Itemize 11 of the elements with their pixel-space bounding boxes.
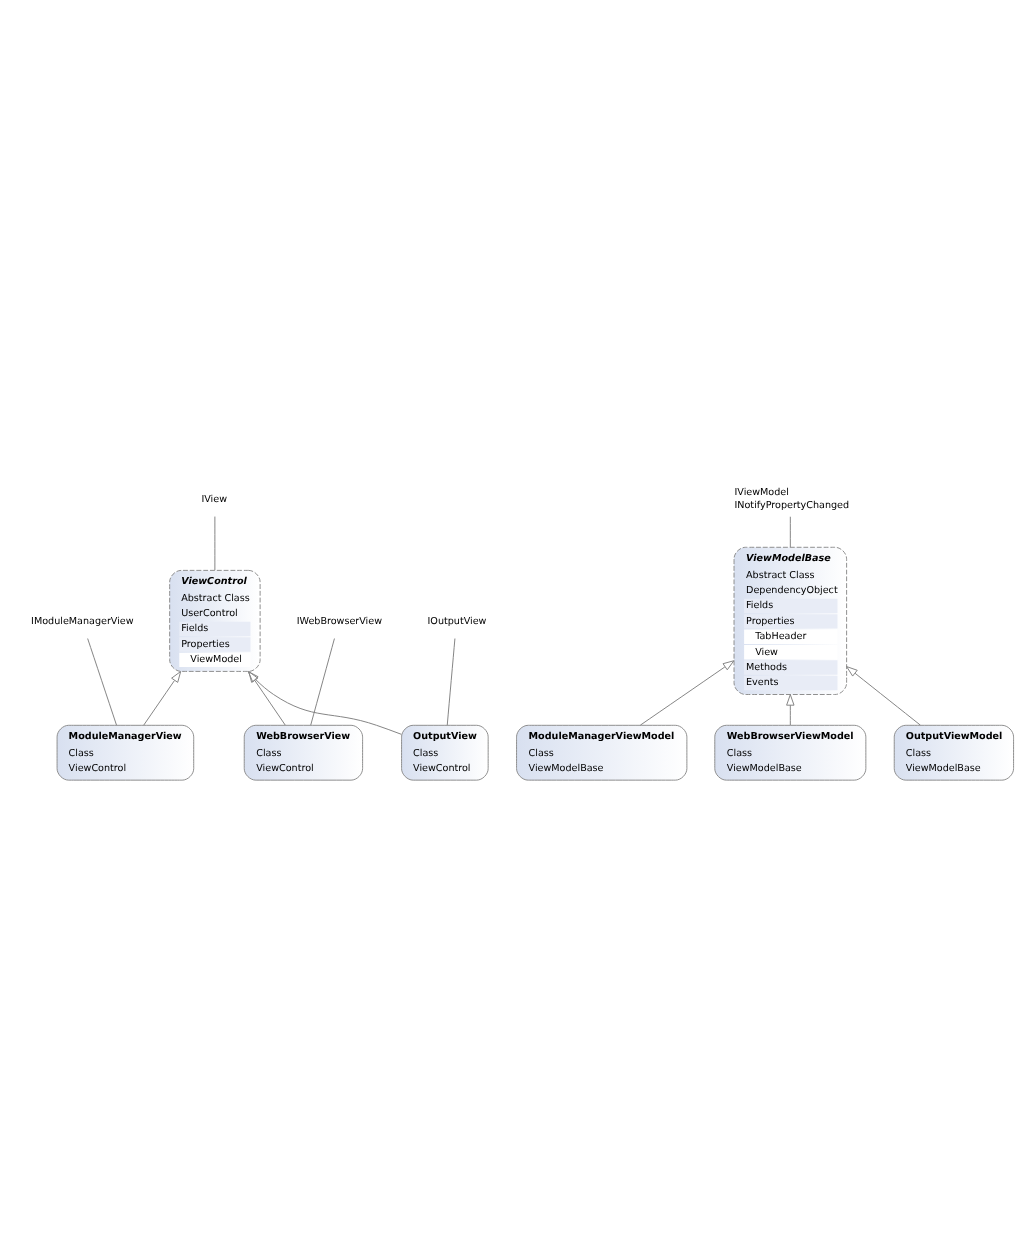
connector [87, 637, 117, 725]
arrow [786, 693, 795, 725]
arrow [846, 665, 921, 725]
connector [446, 637, 456, 725]
connector [214, 515, 216, 570]
connector [789, 515, 791, 547]
arrow [247, 670, 402, 734]
arrow [639, 659, 735, 725]
arrow [143, 670, 182, 725]
arrow [248, 670, 286, 725]
connector [310, 637, 335, 725]
